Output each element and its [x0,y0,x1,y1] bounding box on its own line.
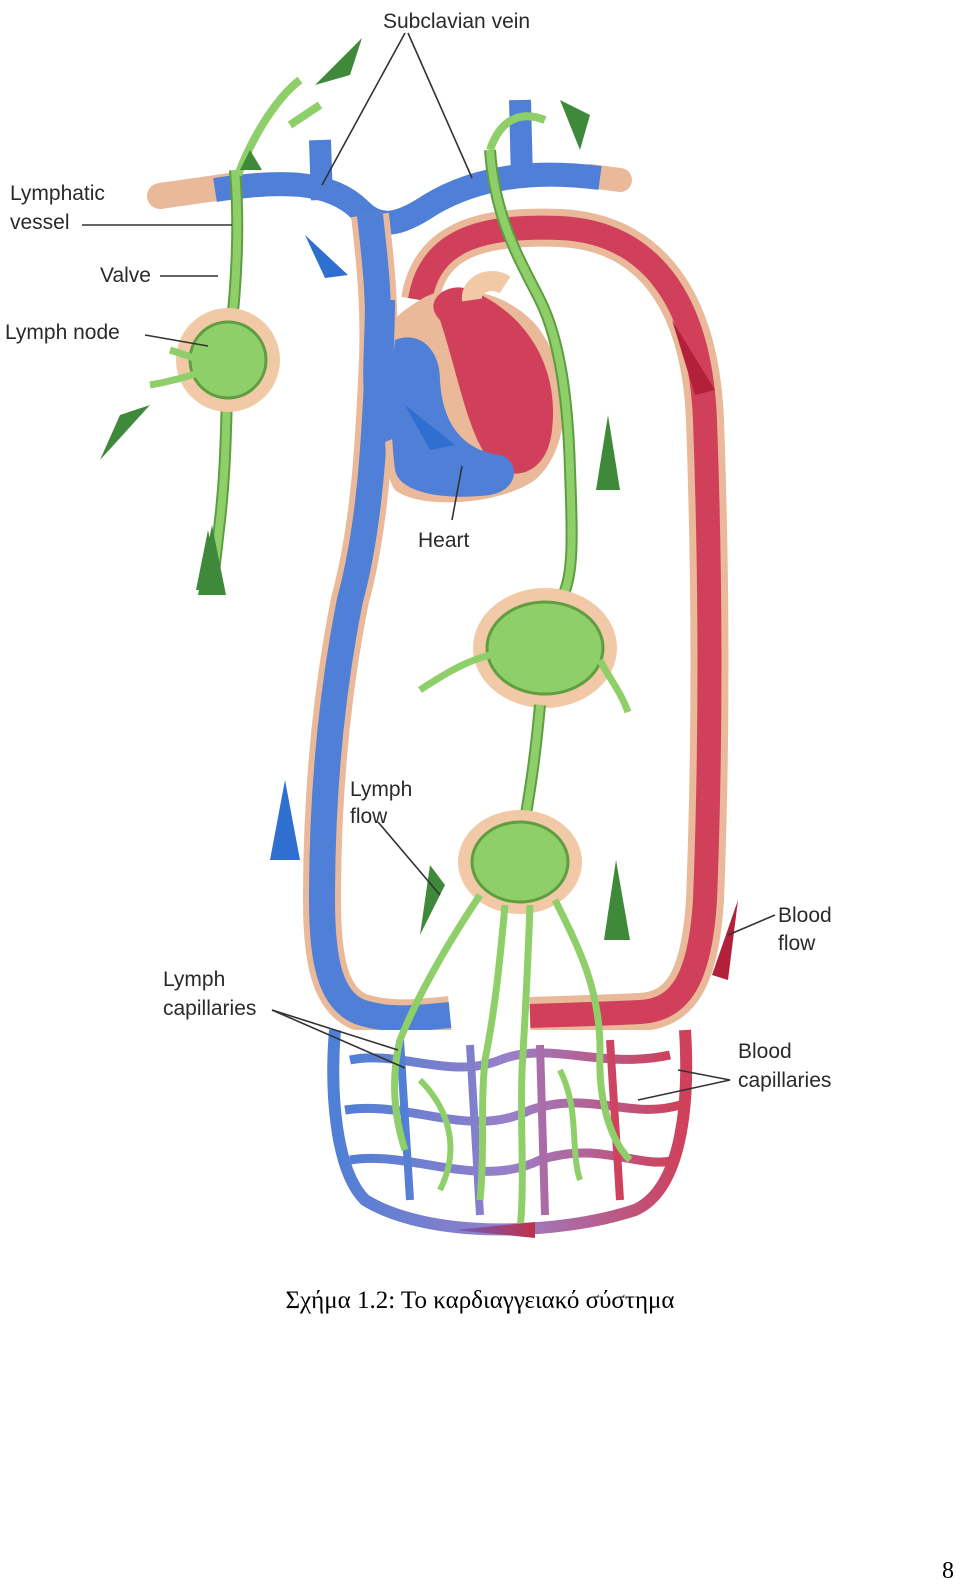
figure-caption: Σχήμα 1.2: Το καρδιαγγειακό σύστημα [285,1287,675,1314]
subclavian-vein [147,99,632,235]
label-lymph-flow-2: flow [350,805,388,828]
label-blood-flow-1: Blood [778,904,832,927]
label-lymph-flow-1: Lymph [350,778,412,801]
lymphatic-network [149,76,633,1231]
label-subclavian-vein: Subclavian vein [383,10,530,33]
heart [363,271,564,503]
label-lymph-capillaries-2: capillaries [163,997,256,1020]
label-blood-flow-2: flow [778,932,816,955]
label-lymph-capillaries-1: Lymph [163,968,225,991]
label-lymphatic-vessel-1: Lymphatic [10,182,105,205]
flow-arrows [100,38,738,1238]
label-lymph-node: Lymph node [5,321,120,344]
label-blood-capillaries-2: capillaries [738,1069,831,1092]
cardiovascular-diagram: Subclavian vein Lymphatic vessel Valve L… [5,10,832,1240]
label-lymphatic-vessel-2: vessel [10,211,70,234]
label-heart: Heart [418,529,470,552]
diagram-labels: Subclavian vein Lymphatic vessel Valve L… [5,10,832,1092]
capillary-bed [325,1029,694,1240]
leader-lines [82,32,776,1101]
page-number: 8 [942,1558,954,1584]
label-blood-capillaries-1: Blood [738,1040,792,1063]
artery-loop [401,208,729,1035]
label-valve: Valve [100,264,151,287]
